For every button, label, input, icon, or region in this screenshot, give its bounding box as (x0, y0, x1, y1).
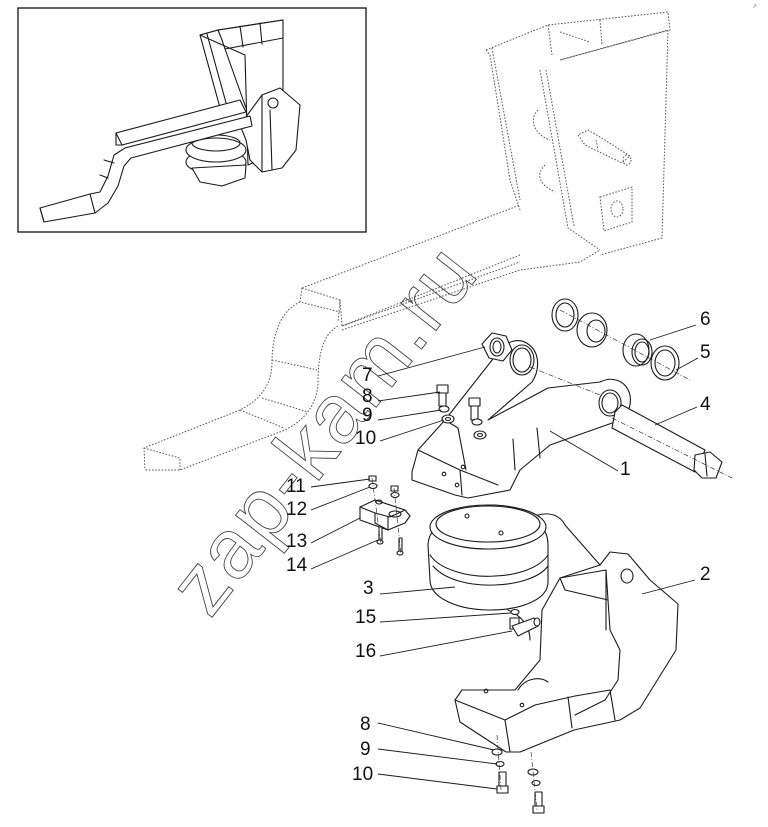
callout-10-upper: 10 (355, 428, 376, 449)
callout-12: 12 (286, 499, 307, 520)
part-9-lock-washer-upper[interactable] (438, 405, 483, 426)
inset-leaf-arm (39, 99, 253, 223)
callout-5: 5 (700, 342, 711, 363)
callout-8-upper: 8 (362, 386, 373, 407)
part-5-bushing[interactable] (650, 345, 680, 381)
callout-1: 1 (620, 459, 631, 480)
callout-14: 14 (286, 555, 308, 576)
leader-lines (310, 324, 699, 790)
inset-bracket (239, 87, 301, 173)
inset-air-bag (185, 134, 247, 187)
callout-3: 3 (363, 578, 374, 599)
callout-16: 16 (355, 641, 376, 662)
callout-7: 7 (362, 365, 373, 386)
callout-6: 6 (700, 309, 711, 330)
callout-15: 15 (355, 607, 376, 628)
part-7-nut[interactable] (481, 332, 513, 362)
corner-mark: ↗ (752, 4, 757, 10)
part-6-bushing-flanged[interactable] (622, 333, 653, 367)
callout-10-lower: 10 (352, 764, 373, 785)
part-12-washer-small[interactable] (368, 482, 400, 499)
callout-8-lower: 8 (360, 714, 371, 735)
callout-9-lower: 9 (360, 739, 371, 760)
part-13-clamp-block[interactable] (359, 499, 411, 531)
part-3-air-spring[interactable] (427, 504, 549, 641)
part-15-washer[interactable] (510, 608, 520, 616)
part-16-elbow-fitting[interactable] (509, 617, 541, 637)
callout-labels: 1 2 3 4 5 6 7 8 9 10 11 12 13 14 15 16 8… (286, 309, 711, 785)
inset-assembled-view (17, 7, 367, 233)
part-8-washer-lower[interactable] (491, 748, 539, 776)
callout-13: 13 (286, 531, 307, 552)
part-10-bolt-lower[interactable] (496, 734, 545, 814)
part-4-pin-bolt[interactable] (611, 404, 733, 479)
part-2-lower-bracket[interactable] (454, 513, 679, 753)
callout-4: 4 (700, 394, 711, 415)
bushing-pair-left[interactable] (551, 298, 691, 381)
part-14-screw[interactable] (371, 477, 404, 556)
callout-11: 11 (286, 476, 306, 497)
frame-phantom (143, 11, 671, 471)
callout-9-upper: 9 (362, 405, 373, 426)
part-10-washer-upper[interactable] (441, 414, 487, 440)
callout-2: 2 (700, 564, 711, 585)
